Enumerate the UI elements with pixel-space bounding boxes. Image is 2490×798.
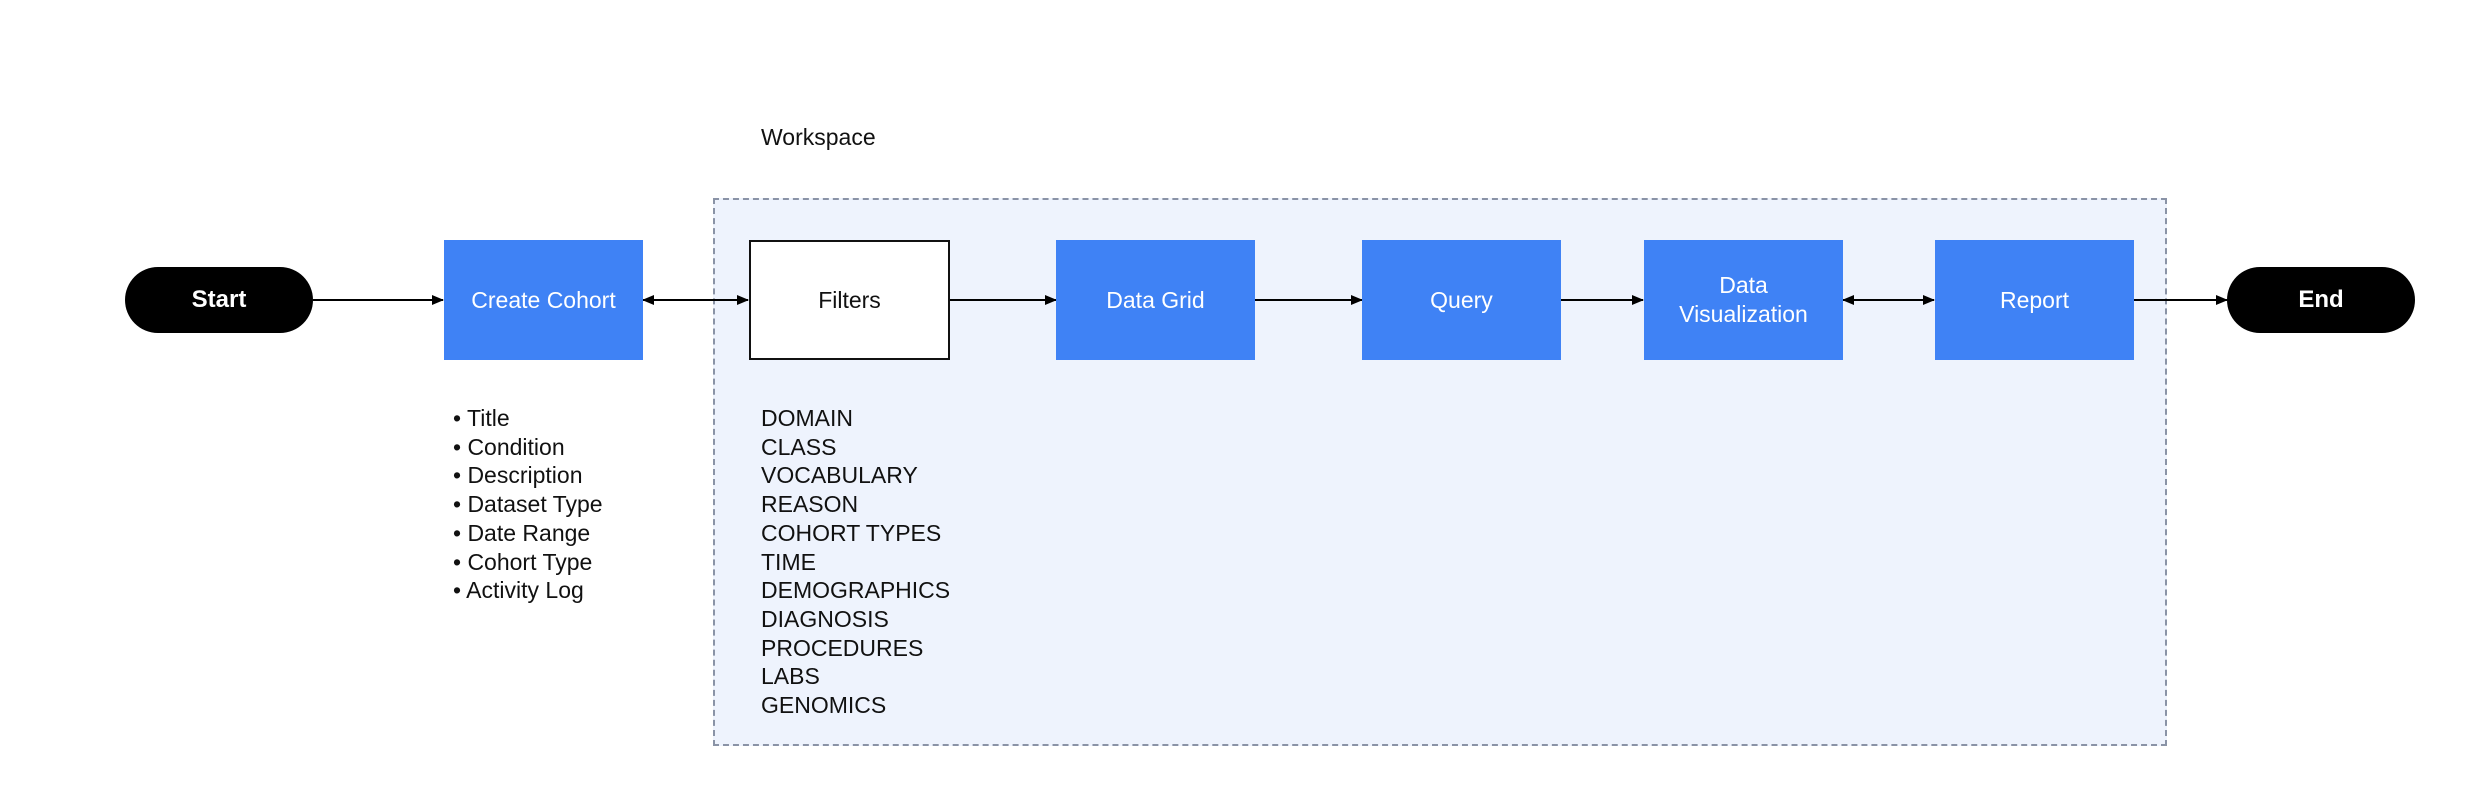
cohort-attribute: • Condition (453, 433, 565, 460)
filter-category: CLASS (761, 433, 837, 460)
cohort-attribute: • Cohort Type (453, 548, 593, 575)
cohort-attribute: • Dataset Type (453, 491, 603, 518)
end-node[interactable]: End (2227, 267, 2415, 333)
filter-category: REASON (761, 491, 859, 518)
cohort-attribute: • Activity Log (453, 577, 584, 604)
filter-category: LABS (761, 663, 820, 690)
filter-category: PROCEDURES (761, 634, 924, 661)
filter-category: COHORT TYPES (761, 519, 942, 546)
cohort-attribute: • Title (453, 405, 510, 431)
filters-node[interactable]: Filters (749, 240, 950, 360)
filter-category: DOMAIN (761, 405, 853, 431)
cohort-attribute: • Description (453, 462, 583, 489)
filter-category: GENOMICS (761, 692, 887, 719)
data-grid-node[interactable]: Data Grid (1056, 240, 1255, 360)
cohort-attribute: • Date Range (453, 519, 591, 546)
filter-category-list: DOMAIN CLASS VOCABULARY REASON COHORT TY… (761, 404, 950, 720)
data-visualization-node[interactable]: Data Visualization (1644, 240, 1843, 360)
query-node[interactable]: Query (1362, 240, 1561, 360)
filter-category: DEMOGRAPHICS (761, 577, 951, 604)
filter-category: DIAGNOSIS (761, 605, 889, 632)
workspace-label: Workspace (761, 124, 876, 150)
filter-category: TIME (761, 548, 816, 575)
create-cohort-node[interactable]: Create Cohort (444, 240, 643, 360)
report-node[interactable]: Report (1935, 240, 2134, 360)
filter-category: VOCABULARY (761, 462, 918, 489)
start-node[interactable]: Start (125, 267, 313, 333)
cohort-attribute-list: • Title • Condition • Description • Data… (453, 404, 603, 605)
